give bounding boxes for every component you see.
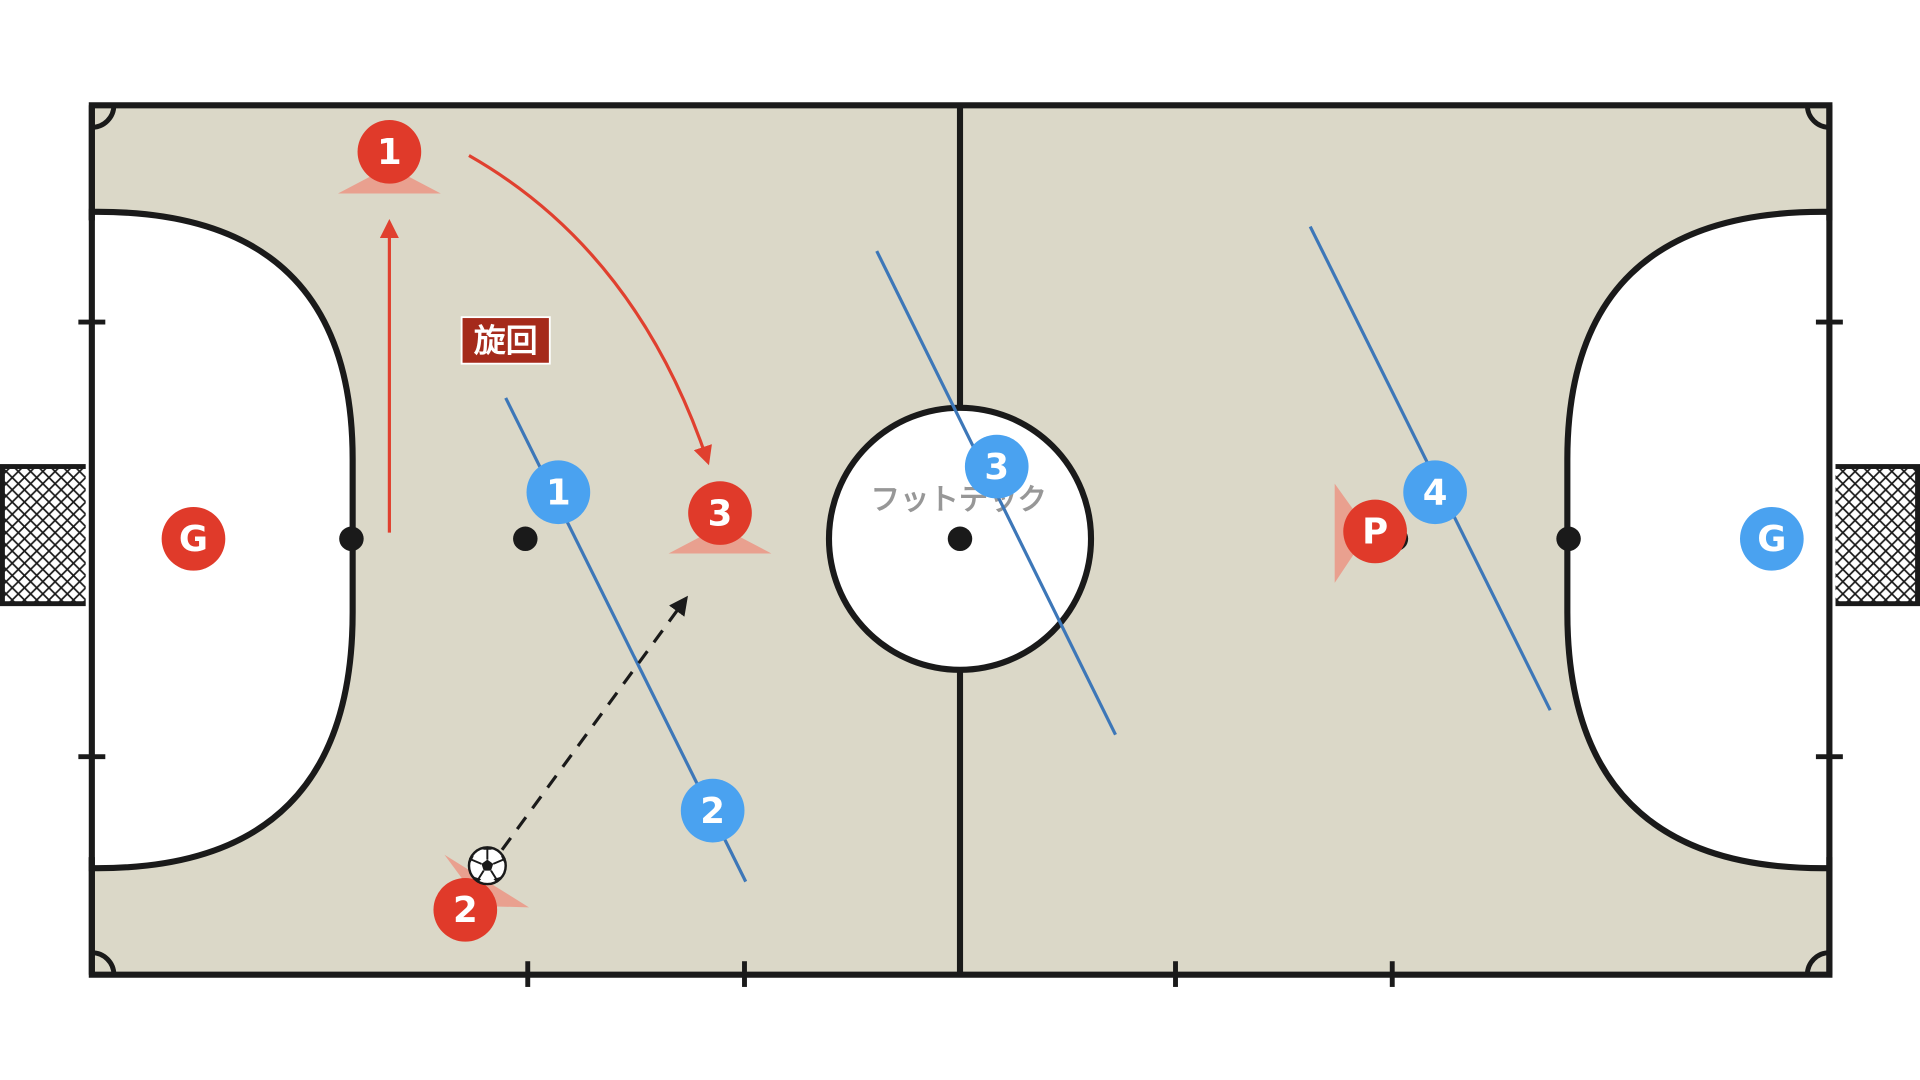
red-player-3: 3: [688, 481, 752, 545]
red-goalkeeper-label: G: [179, 519, 208, 560]
red-pivot-label: P: [1362, 512, 1388, 553]
red-player-1-label: 1: [377, 132, 402, 173]
red-player-2-label: 2: [453, 890, 478, 931]
center-spot: [947, 526, 973, 552]
rotation-label-background: [460, 316, 551, 365]
blue-player-2: 2: [680, 778, 745, 843]
soccer-ball-icon: [467, 846, 507, 886]
red-player-2: 2: [433, 877, 498, 942]
pass-arrow: [500, 595, 688, 851]
blue-player-3: 3: [964, 434, 1029, 499]
right-goal: [1826, 464, 1920, 607]
corner-arcs: [91, 105, 1830, 975]
blue-player-4: 4: [1403, 460, 1467, 525]
red-player-1: 1: [357, 120, 422, 184]
red-player-3-label: 3: [708, 493, 733, 534]
blue-player-1: 1: [526, 460, 591, 525]
blue-player-1-label: 1: [546, 472, 571, 513]
blue-player-2-label: 2: [700, 791, 725, 832]
right-penalty-area: [1564, 208, 1833, 872]
blue-goalkeeper: G: [1740, 506, 1804, 571]
red-pivot: P: [1343, 499, 1407, 564]
left-goal: [0, 464, 94, 607]
blue-player-4-label: 4: [1423, 472, 1448, 513]
red-1-rotation-arrow: [468, 154, 712, 466]
boundary-ticks: [78, 319, 1843, 987]
goal-net-icon: [1826, 464, 1920, 607]
goal-net-icon: [0, 464, 94, 607]
blue-goalkeeper-label: G: [1757, 519, 1786, 560]
blue-player-3-label: 3: [984, 447, 1009, 488]
rotation-label: 旋回: [460, 316, 551, 365]
rotation-label-text: 旋回: [474, 321, 538, 359]
red-goalkeeper: G: [161, 506, 226, 571]
